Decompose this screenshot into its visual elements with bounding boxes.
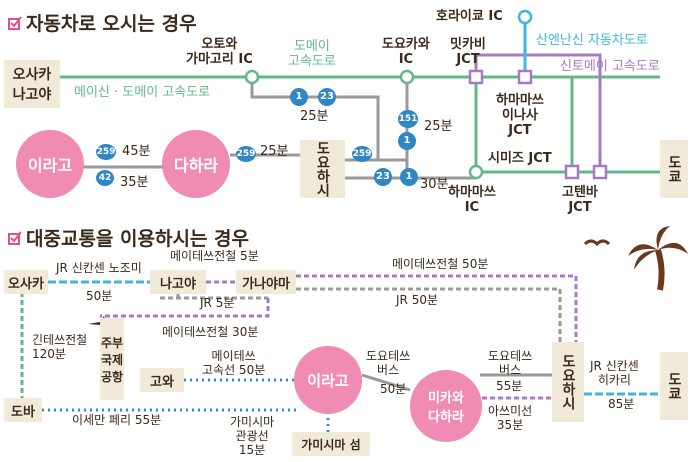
horaikyo-ic-label: 호라이쿄 IC [436,9,503,24]
jr-5-label: JR 5분 [200,296,235,310]
shimizu-jct-node [564,164,580,180]
toyokawa-ic-node [399,69,415,85]
road-otowa-toyohashi [250,77,380,160]
route-badge: 23 [318,88,336,106]
bus-time-label-2: 55분 [496,379,523,393]
toyohashi-box-transit: 도요하시 [552,342,584,422]
hikari-time-label: 85분 [608,397,635,411]
kanayama-box: 가나야마 [236,270,296,294]
gowa-box: 고와 [140,368,184,392]
jr-nozomi-label: JR 신칸센 노조미 [56,261,142,275]
route-badge: 259 [352,146,372,162]
route-badge: 259 [236,146,256,162]
time-label: 25분 [300,109,329,124]
irago-circle-transit: 이라고 [294,346,362,414]
kamishima-box: 가미시마 섬 [292,432,370,456]
mikkabi-jct-node [468,69,484,85]
toba-box: 도바 [4,398,42,422]
meishin-tomei-label: 메이신 · 도메이 고속도로 [74,85,211,100]
hamamatsu-ic-node [468,164,484,180]
isewan-ferry-label: 이세만 페리 55분 [72,413,162,427]
time-label: 25분 [260,144,289,159]
car-section-heading: 자동차로 오시는 경우 [26,13,197,35]
meitetsu-50-label: 메이테쓰전철 50분 [392,257,489,271]
route-badge: 42 [96,170,114,186]
transit-section-heading: 대중교통을 이용하시는 경우 [26,228,249,250]
meitetsu-30-line [100,298,270,318]
meitetsu-30-label: 메이테쓰전철 30분 [162,325,259,339]
meitetsu-5-label: 메이테쓰전철 5분 [170,249,259,263]
gotenba-jct-node [592,164,608,180]
osaka-box: 오사카 [4,270,48,294]
tokyo-box-transit: 도쿄 [660,352,688,420]
sanen-label: 산엔난신 자동차도로 [536,33,648,48]
tokyo-box-car: 도쿄 [660,140,688,198]
route-badge: 1 [398,132,416,150]
otowa-ic-node [244,69,260,85]
jr-50-line [296,287,562,345]
nagoya-box: 나고야 [150,270,206,294]
irago-circle-car: 이라고 [16,130,84,198]
shintomei-line [474,53,602,172]
jr-50-label: JR 50분 [396,293,439,307]
checkbox-icon [8,230,22,245]
horaikyo-ic-node [517,9,533,25]
time-label: 45분 [122,144,151,159]
time-label: 35분 [120,175,149,190]
bird-icon [583,239,611,247]
meitetsu-50-line [296,274,578,345]
inasa-jct-node [517,69,533,85]
time-label: 25분 [424,119,453,134]
route-badge: 1 [400,168,418,186]
palm-tree-icon [628,226,688,291]
route-badge: 151 [398,110,418,128]
time-label: 30분 [420,177,449,192]
route-badge: 23 [374,168,392,186]
bus-irago-line [361,373,411,392]
shimizu-jct-label: 시미즈 JCT [488,151,552,166]
shintomei-label: 신토메이 고속도로 [560,59,660,74]
route-badge: 259 [96,144,116,160]
route-badge: 1 [290,88,308,106]
toyohashi-box-car: 도요하시 [300,140,345,198]
nozomi-time-label: 50분 [86,289,113,303]
checkbox-icon [8,15,22,30]
bus-time-label: 50분 [380,382,407,396]
tahara-circle-car: 다하라 [162,130,230,198]
